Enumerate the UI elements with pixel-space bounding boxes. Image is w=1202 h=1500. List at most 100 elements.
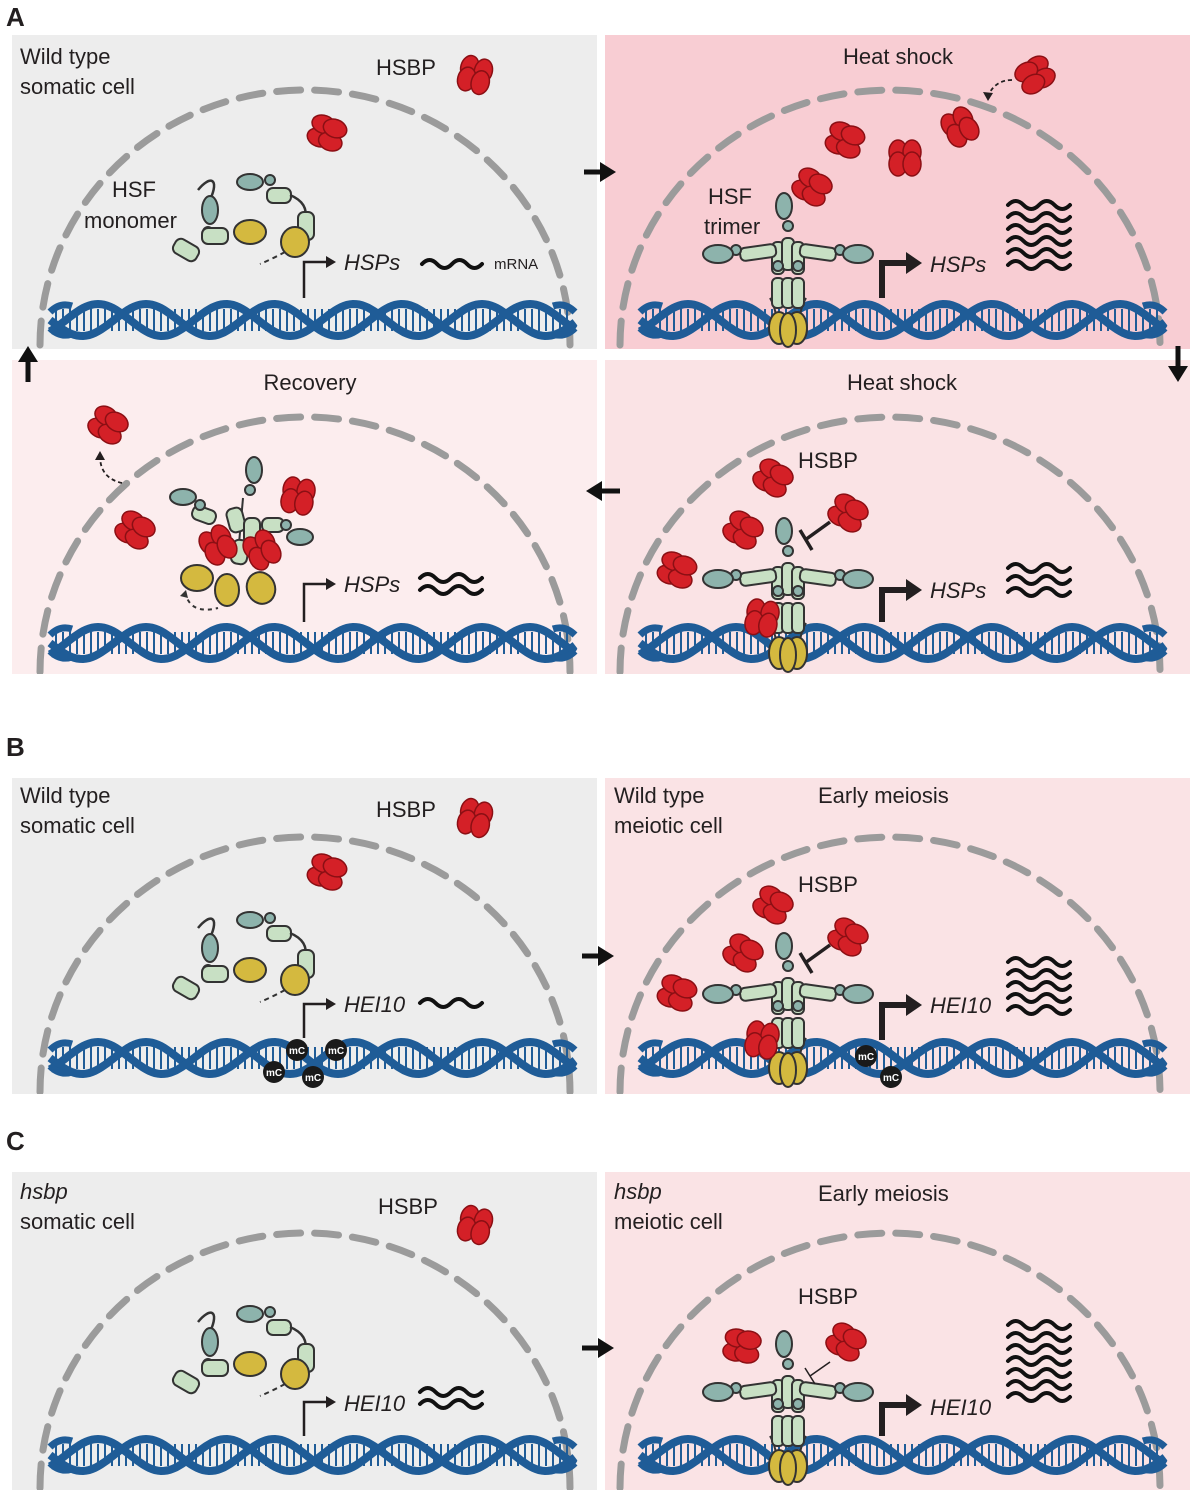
dna-helix [637,622,1168,664]
hsbp-protein [306,853,348,891]
hsbp-protein [827,493,869,533]
transition-arrow-right [582,1338,614,1358]
panel-c2-background [605,1172,1190,1490]
hsbp-protein [824,121,866,159]
svg-text:mC: mC [266,1068,282,1079]
nuclear-envelope [36,86,574,349]
mrna-strand [1006,247,1072,259]
panel-c1-background [12,1172,597,1490]
panel-a4-background [605,360,1190,674]
mrna-strand [418,997,484,1009]
cell-type-label: somatic cell [20,74,135,99]
methyl-mark: mC [880,1066,902,1088]
inhibition-symbol-weak [804,1361,831,1385]
panel-b2-background [605,778,1190,1094]
genotype-label: hsbp [20,1179,68,1204]
mrna-strand [1006,1367,1072,1379]
mrna-strand [418,1386,484,1398]
cell-type-label: Wild type [20,783,110,808]
hsbp-protein [744,1020,780,1060]
hsbp-protein [1014,55,1056,95]
svg-text:mC: mC [883,1073,899,1084]
hsbp-protein [825,1322,867,1362]
dna-helix [637,1434,1168,1476]
dna-helix [47,1434,578,1476]
mrna-strand [1006,1004,1072,1016]
mrna-wave [418,572,484,596]
hsbp-protein [722,933,764,973]
mrna-wave [1006,562,1072,598]
mrna-wave [418,997,484,1009]
hsbp-protein [280,476,316,516]
panel-letter-a: A [6,2,25,32]
cell-type-label: somatic cell [20,813,135,838]
methyl-mark: mC [286,1039,308,1061]
gene-label: HEI10 [930,1395,992,1420]
dna-helix [637,299,1168,341]
mrna-strand [1006,1391,1072,1403]
hsbp-label: HSBP [798,872,858,897]
dna-helix [47,299,578,341]
nuclear-envelope [36,833,574,1094]
transition-arrow-up [18,346,38,382]
nuclear-envelope [36,413,574,674]
hsbp-protein [722,1328,762,1364]
promoter-arrow-strong [879,1394,922,1436]
hsbp-entry-arrow [983,79,1013,101]
nuclear-envelope [616,86,1164,349]
gene-label: HSPs [930,578,986,603]
mrna-strand [1006,980,1072,992]
hsbp-label: HSBP [798,448,858,473]
hsf-trimer-dissociating [169,456,314,611]
hsf-state-label: monomer [84,208,177,233]
promoter-arrow [302,998,336,1038]
panel-title: Early meiosis [818,783,949,808]
hsbp-protein [752,458,794,498]
hsf-label: HSF [708,184,752,209]
hsbp-label: HSBP [376,55,436,80]
panel-title: Recovery [264,370,357,395]
dna-helix [47,1037,578,1079]
hsbp-protein [791,167,833,207]
nuclear-envelope [616,413,1164,674]
hsf-monomer [171,1305,315,1397]
panel-letter-b: B [6,732,25,762]
mrna-label: mRNA [494,256,538,273]
transition-arrow-right [582,946,614,966]
transition-arrow-right [584,162,616,182]
mrna-strand [1006,968,1072,980]
mrna-strand [1006,1319,1072,1331]
mrna-strand [1006,992,1072,1004]
mrna-strand [1006,199,1072,211]
mrna-strand [418,584,484,596]
mrna-strand [1006,1331,1072,1343]
dna-helix [637,1037,1168,1079]
hsbp-protein [827,917,869,957]
hsbp-label: HSBP [378,1194,438,1219]
hsf-label: HSF [112,177,156,202]
nuclear-envelope [616,833,1164,1094]
genotype-label: hsbp [614,1179,662,1204]
inhibition-symbol [798,943,832,974]
svg-text:mC: mC [289,1046,305,1057]
methylation-marks: mC mC mC mC mC mC [263,1039,902,1088]
mrna-strand [1006,1355,1072,1367]
mrna-strand [1006,211,1072,223]
mrna-strand [1006,1343,1072,1355]
promoter-arrow-strong [879,252,922,298]
hsbp-protein [752,885,794,925]
hsbp-protein [940,106,980,148]
gene-label: HEI10 [930,993,992,1018]
hsbp-protein [456,1204,494,1246]
methyl-mark: mC [855,1045,877,1067]
mrna-wave [418,1386,484,1410]
hsf-trimer [702,517,874,673]
hsbp-protein [744,598,780,638]
hsbp-protein [656,551,698,589]
mrna-strand [1006,235,1072,247]
mrna-strand [1006,259,1072,271]
hsbp-protein [722,510,764,550]
gene-label: HSPs [930,252,986,277]
hsf-monomer [171,911,315,1003]
